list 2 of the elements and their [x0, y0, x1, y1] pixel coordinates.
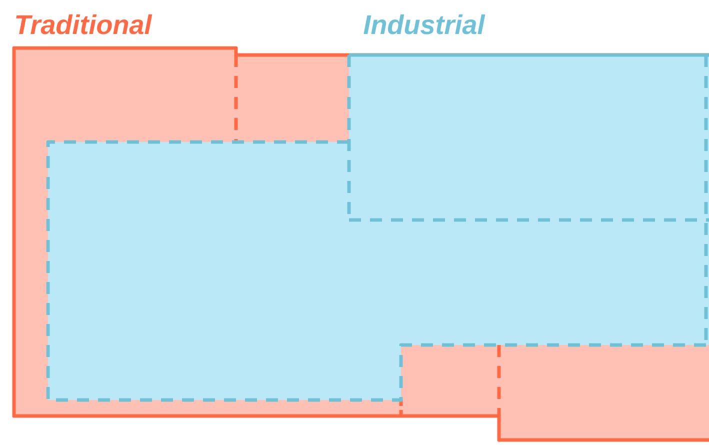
node-label: Traditional — [16, 14, 152, 34]
node-label: Industrial — [364, 14, 486, 34]
